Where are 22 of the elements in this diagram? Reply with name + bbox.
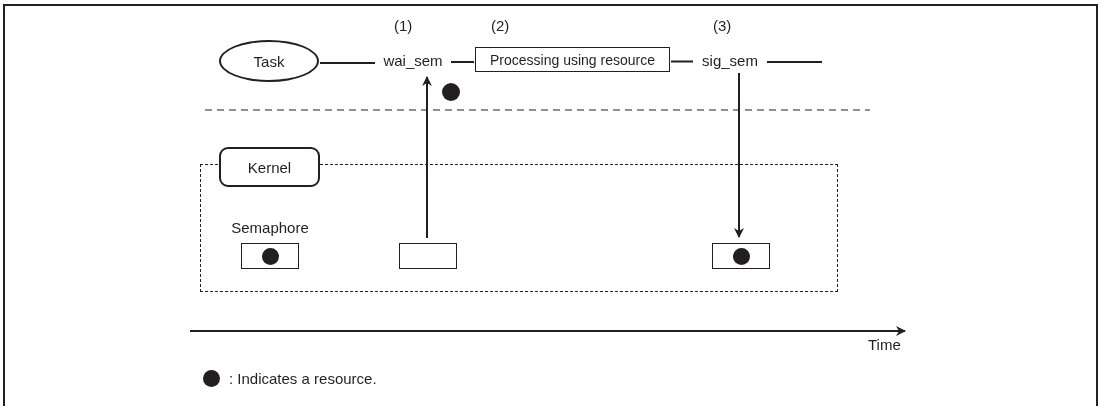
connector-line [766,61,823,63]
step-number: (2) [491,17,510,34]
semaphore-box [712,243,770,269]
kernel-box [219,147,320,187]
task-ellipse [219,40,319,82]
node-label: Processing using resource [490,51,655,68]
connector-line [450,61,475,63]
semaphore-box [399,243,457,269]
semaphore-label: Semaphore [231,219,309,236]
api-call-text: sig_sem [694,48,766,72]
connector-line [670,60,694,63]
connector-line [319,62,376,64]
axis-label: Time [868,336,901,353]
node-label: Task [253,52,285,70]
process-box [475,47,670,72]
step-number: (3) [713,17,732,34]
node-label: Kernel [247,158,292,176]
api-call-text: wai_sem [376,48,450,72]
step-number: (1) [394,17,413,34]
legend-text: : Indicates a resource. [229,370,377,387]
arrow [734,72,744,238]
arrow [422,76,432,239]
